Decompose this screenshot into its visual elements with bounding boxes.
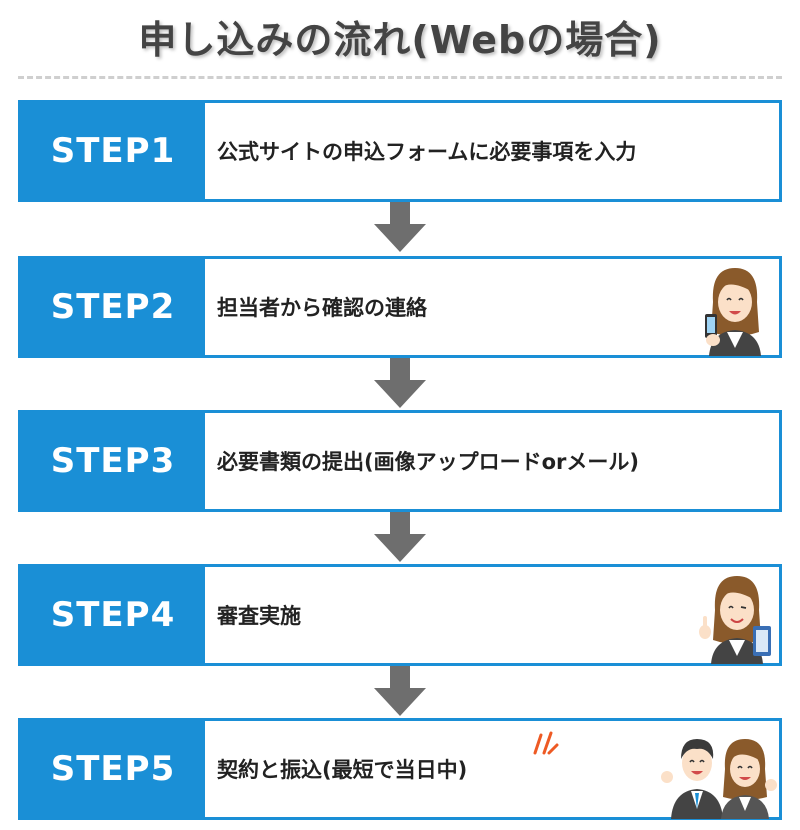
emphasis-lines-icon: [533, 731, 559, 755]
arrow-down-icon: [374, 202, 426, 252]
arrow-down-icon: [374, 512, 426, 562]
step-3-label: STEP3: [21, 413, 205, 509]
step-3-text: 必要書類の提出(画像アップロードorメール): [217, 450, 639, 474]
page-title: 申し込みの流れ(Webの場合): [138, 18, 662, 62]
step-1-text: 公式サイトの申込フォームに必要事項を入力: [217, 140, 637, 164]
arrow-down-icon: [374, 666, 426, 716]
step-5: STEP5 契約と振込(最短で当日中): [18, 718, 782, 820]
step-3: STEP3 必要書類の提出(画像アップロードorメール): [18, 410, 782, 512]
step-4: STEP4 審査実施: [18, 564, 782, 666]
woman-winking-with-clipboard-icon: [699, 576, 771, 664]
step-5-label: STEP5: [21, 721, 205, 817]
step-4-text: 審査実施: [217, 604, 301, 628]
step-2-text: 担当者から確認の連絡: [217, 296, 427, 320]
woman-with-phone-icon: [705, 268, 761, 356]
arrow-down-icon: [374, 358, 426, 408]
step-1: STEP1 公式サイトの申込フォームに必要事項を入力: [18, 100, 782, 202]
man-and-woman-cheering-icon: [661, 739, 777, 819]
step-4-label: STEP4: [21, 567, 205, 663]
step-1-label: STEP1: [21, 103, 205, 199]
title-divider: [18, 76, 782, 79]
step-2: STEP2 担当者から確認の連絡: [18, 256, 782, 358]
step-2-label: STEP2: [21, 259, 205, 355]
step-5-text: 契約と振込(最短で当日中): [217, 758, 468, 782]
